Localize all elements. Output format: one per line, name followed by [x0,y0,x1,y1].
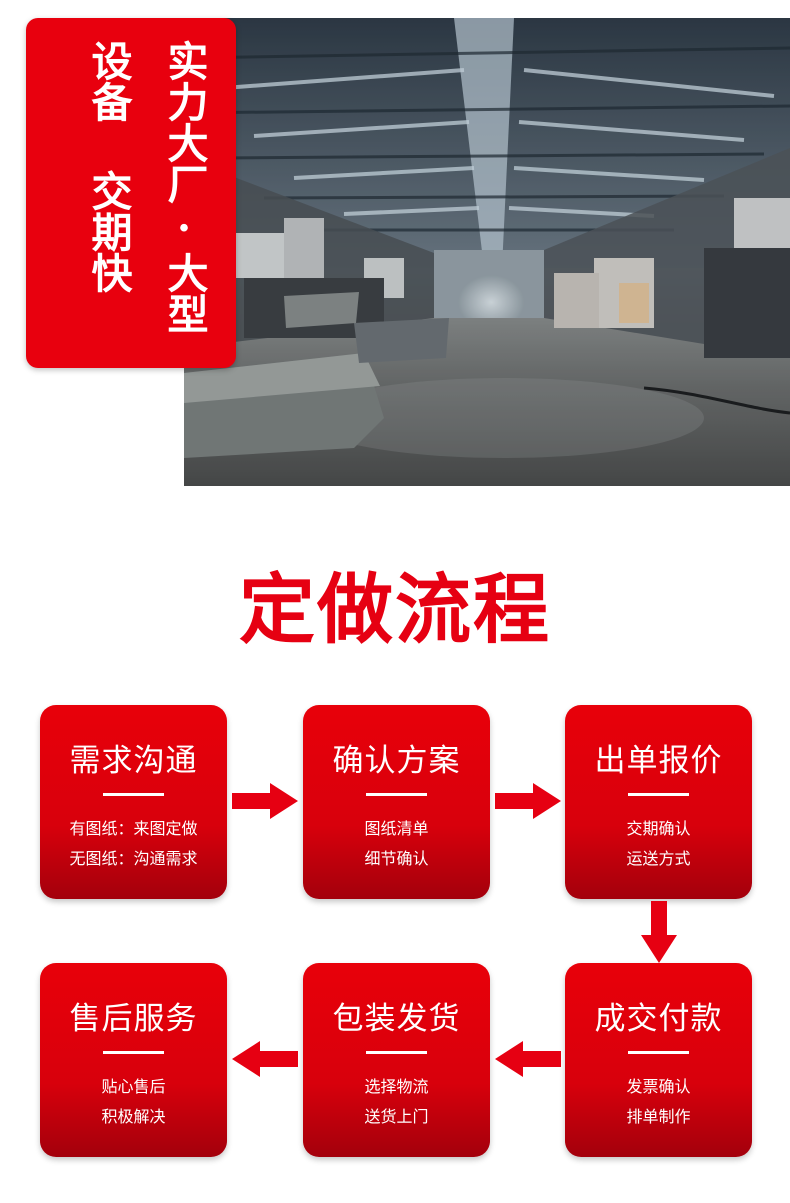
step-detail: 积极解决 [101,1107,166,1126]
step-detail: 图纸清单 [364,819,429,838]
step-title: 售后服务 [69,1001,198,1037]
step-title: 包装发货 [332,1001,461,1037]
badge-slogan-secondary: 设备 交期快 [84,40,132,293]
step-divider [628,1051,689,1054]
step-card-shipping: 包装发货 选择物流 送货上门 [303,963,490,1157]
step-title: 出单报价 [594,743,723,779]
step-detail: 细节确认 [364,849,429,868]
step-divider [366,793,427,796]
step-divider [103,1051,164,1054]
step-detail: 选择物流 [364,1077,429,1096]
badge-slogan-primary: 实力大厂·大型 [160,40,208,334]
step-detail: 无图纸：沟通需求 [69,849,198,868]
arrow-right-icon [495,783,561,819]
step-title: 确认方案 [332,743,461,779]
step-card-quotation: 出单报价 交期确认 运送方式 [565,705,752,899]
step-card-confirm-plan: 确认方案 图纸清单 细节确认 [303,705,490,899]
arrow-left-icon [495,1041,561,1077]
step-detail: 贴心售后 [101,1077,166,1096]
step-card-requirements: 需求沟通 有图纸：来图定做 无图纸：沟通需求 [40,705,227,899]
step-divider [103,793,164,796]
step-divider [628,793,689,796]
step-detail: 送货上门 [364,1107,429,1126]
step-detail: 有图纸：来图定做 [69,819,198,838]
step-card-after-sales: 售后服务 贴心售后 积极解决 [40,963,227,1157]
step-detail: 运送方式 [626,849,691,868]
factory-badge: 实力大厂·大型 设备 交期快 [26,18,236,368]
step-detail: 排单制作 [626,1107,691,1126]
step-divider [366,1051,427,1054]
factory-photo [184,18,790,486]
arrow-left-icon [232,1041,298,1077]
arrow-down-icon [641,901,677,963]
step-detail: 发票确认 [626,1077,691,1096]
step-card-payment: 成交付款 发票确认 排单制作 [565,963,752,1157]
step-title: 成交付款 [594,1001,723,1037]
arrow-right-icon [232,783,298,819]
step-detail: 交期确认 [626,819,691,838]
step-title: 需求沟通 [69,743,198,779]
factory-hall-illustration [184,18,790,486]
section-title: 定做流程 [239,565,551,654]
